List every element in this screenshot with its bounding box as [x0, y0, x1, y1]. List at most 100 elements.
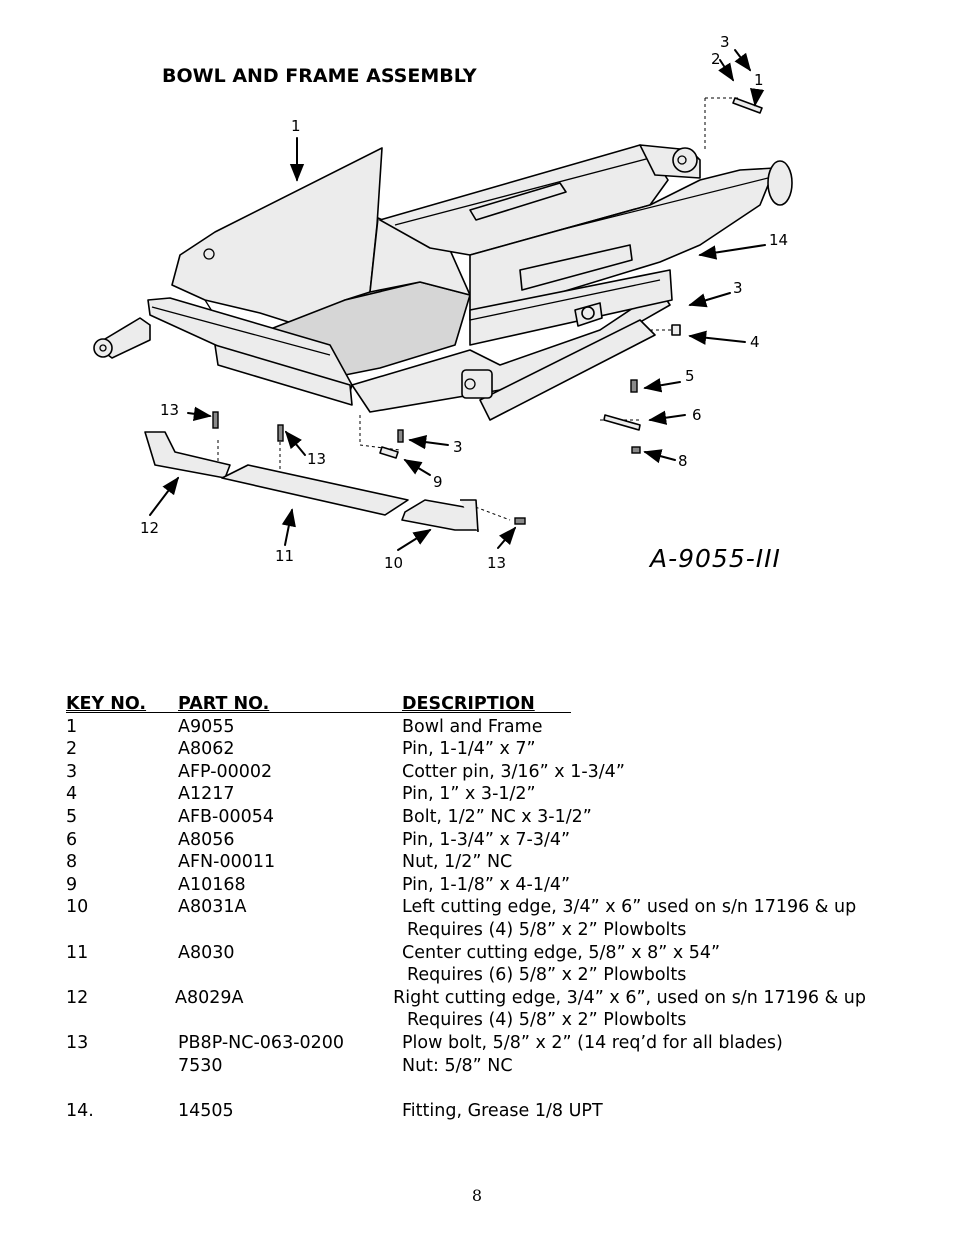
table-row: 9 A10168 Pin, 1-1/8” x 4-1/4” [66, 874, 866, 897]
part-cell: A10168 [178, 874, 246, 895]
desc-cell: Requires (4) 5/8” x 2” Plowbolts [407, 919, 687, 940]
table-row: 8 AFN-00011 Nut, 1/2” NC [66, 851, 866, 874]
table-row: 14. 14505 Fitting, Grease 1/8 UPT [66, 1100, 866, 1123]
key-cell: 2 [66, 739, 78, 760]
part-cell: AFB-00054 [178, 806, 275, 827]
key-cell: 9 [66, 874, 78, 895]
key-cell: 6 [66, 829, 78, 850]
drawing-number: A-9055-III [648, 544, 781, 573]
desc-cell: Requires (6) 5/8” x 2” Plowbolts [407, 965, 687, 986]
key-cell: 13 [66, 1032, 89, 1053]
table-row: 5 AFB-00054 Bolt, 1/2” NC x 3-1/2” [66, 806, 866, 829]
callout-3-right: 3 [733, 279, 743, 297]
callout-1: 1 [291, 117, 301, 135]
table-row: Requires (6) 5/8” x 2” Plowbolts [66, 964, 866, 987]
callout-3-top: 3 [720, 33, 730, 51]
callout-13-right: 13 [487, 554, 506, 572]
desc-cell: Bolt, 1/2” NC x 3-1/2” [402, 806, 592, 827]
header-key-no: KEY NO. [66, 694, 147, 714]
desc-cell: Cotter pin, 3/16” x 1-3/4” [402, 761, 625, 782]
desc-cell: Bowl and Frame [402, 716, 543, 737]
right-pins [603, 324, 681, 454]
callout-13-mid: 13 [307, 450, 326, 468]
bowl-and-frame-diagram: BOWL AND FRAME ASSEMBLY [93, 33, 793, 573]
key-cell: 1 [66, 716, 78, 737]
leader-arrows [149, 49, 766, 551]
top-pin-assembly [732, 97, 763, 114]
callout-11: 11 [275, 547, 294, 565]
header-description: DESCRIPTION [402, 694, 535, 714]
key-cell: 5 [66, 806, 78, 827]
part-cell: 7530 [178, 1055, 223, 1076]
table-row: 7530 Nut: 5/8” NC [66, 1055, 866, 1078]
table-row: 2 A8062 Pin, 1-1/4” x 7” [66, 738, 866, 761]
header-part-no: PART NO. [178, 694, 270, 714]
callout-10: 10 [384, 554, 403, 572]
part-cell: 14505 [178, 1100, 234, 1121]
key-cell: 10 [66, 897, 89, 918]
callout-13-left: 13 [160, 401, 179, 419]
callout-2-top: 2 [711, 50, 721, 68]
table-row: 13 PB8P-NC-063-0200 Plow bolt, 5/8” x 2”… [66, 1032, 866, 1055]
callout-1-top: 1 [754, 71, 764, 89]
key-cell [66, 1055, 178, 1078]
key-cell: 8 [66, 852, 78, 873]
table-row: 6 A8056 Pin, 1-3/4” x 7-3/4” [66, 829, 866, 852]
table-row: 4 A1217 Pin, 1” x 3-1/2” [66, 783, 866, 806]
part-cell: AFP-00002 [178, 761, 273, 782]
table-row: 10 A8031A Left cutting edge, 3/4” x 6” u… [66, 896, 866, 919]
table-row: Requires (4) 5/8” x 2” Plowbolts [66, 919, 866, 942]
desc-cell: Center cutting edge, 5/8” x 8” x 54” [402, 942, 721, 963]
callout-6: 6 [692, 406, 702, 424]
part-cell: PB8P-NC-063-0200 [178, 1032, 345, 1053]
table-row: 11 A8030 Center cutting edge, 5/8” x 8” … [66, 942, 866, 965]
table-row: 12 A8029A Right cutting edge, 3/4” x 6”,… [66, 987, 866, 1010]
part-cell: AFN-00011 [178, 852, 276, 873]
part-cell [178, 964, 402, 987]
page-number: 8 [471, 1186, 483, 1205]
key-cell: 14. [66, 1100, 94, 1121]
key-cell: 11 [66, 942, 89, 963]
callout-12: 12 [140, 519, 159, 537]
header-underline [66, 712, 571, 713]
part-cell: A8029A [175, 987, 244, 1008]
desc-cell: Requires (4) 5/8” x 2” Plowbolts [407, 1010, 687, 1031]
key-cell: 3 [66, 761, 78, 782]
desc-cell: Pin, 1-1/4” x 7” [402, 739, 536, 760]
desc-cell: Right cutting edge, 3/4” x 6”, used on s… [393, 987, 866, 1008]
part-cell [178, 1009, 402, 1032]
callout-8: 8 [678, 452, 688, 470]
part-cell: A8062 [178, 739, 235, 760]
part-cell: A8056 [178, 829, 235, 850]
table-row: Requires (4) 5/8” x 2” Plowbolts [66, 1009, 866, 1032]
callout-14: 14 [769, 231, 788, 249]
callout-5: 5 [685, 367, 695, 385]
callout-labels: 1 3 2 1 14 3 4 5 6 8 3 9 13 13 12 11 10 … [140, 33, 788, 572]
table-row: 1 A9055 Bowl and Frame [66, 716, 866, 739]
desc-cell: Plow bolt, 5/8” x 2” (14 req’d for all b… [402, 1032, 783, 1053]
cutting-edges [144, 411, 526, 533]
desc-cell: Left cutting edge, 3/4” x 6” used on s/n… [402, 897, 857, 918]
diagram-title: BOWL AND FRAME ASSEMBLY [162, 65, 477, 87]
desc-cell: Nut: 5/8” NC [402, 1055, 513, 1076]
desc-cell: Pin, 1-3/4” x 7-3/4” [402, 829, 571, 850]
callout-9: 9 [433, 473, 443, 491]
desc-cell: Nut, 1/2” NC [402, 852, 513, 873]
parts-table-header: KEY NO. PART NO. DESCRIPTION [66, 693, 866, 716]
desc-cell: Fitting, Grease 1/8 UPT [402, 1100, 603, 1121]
table-row: 3 AFP-00002 Cotter pin, 3/16” x 1-3/4” [66, 761, 866, 784]
key-cell [66, 1009, 178, 1032]
key-cell [66, 919, 178, 942]
key-cell: 4 [66, 784, 78, 805]
parts-table: KEY NO. PART NO. DESCRIPTION 1 A9055 Bow… [66, 693, 866, 1122]
key-cell [66, 964, 178, 987]
callout-3-bottom: 3 [453, 438, 463, 456]
callout-4: 4 [750, 333, 760, 351]
bowl-and-frame [93, 97, 793, 521]
part-cell [178, 919, 402, 942]
part-cell: A8031A [178, 897, 247, 918]
key-cell: 12 [66, 987, 89, 1008]
part-cell: A9055 [178, 716, 235, 737]
row-spacer [66, 1077, 866, 1100]
desc-cell: Pin, 1” x 3-1/2” [402, 784, 536, 805]
